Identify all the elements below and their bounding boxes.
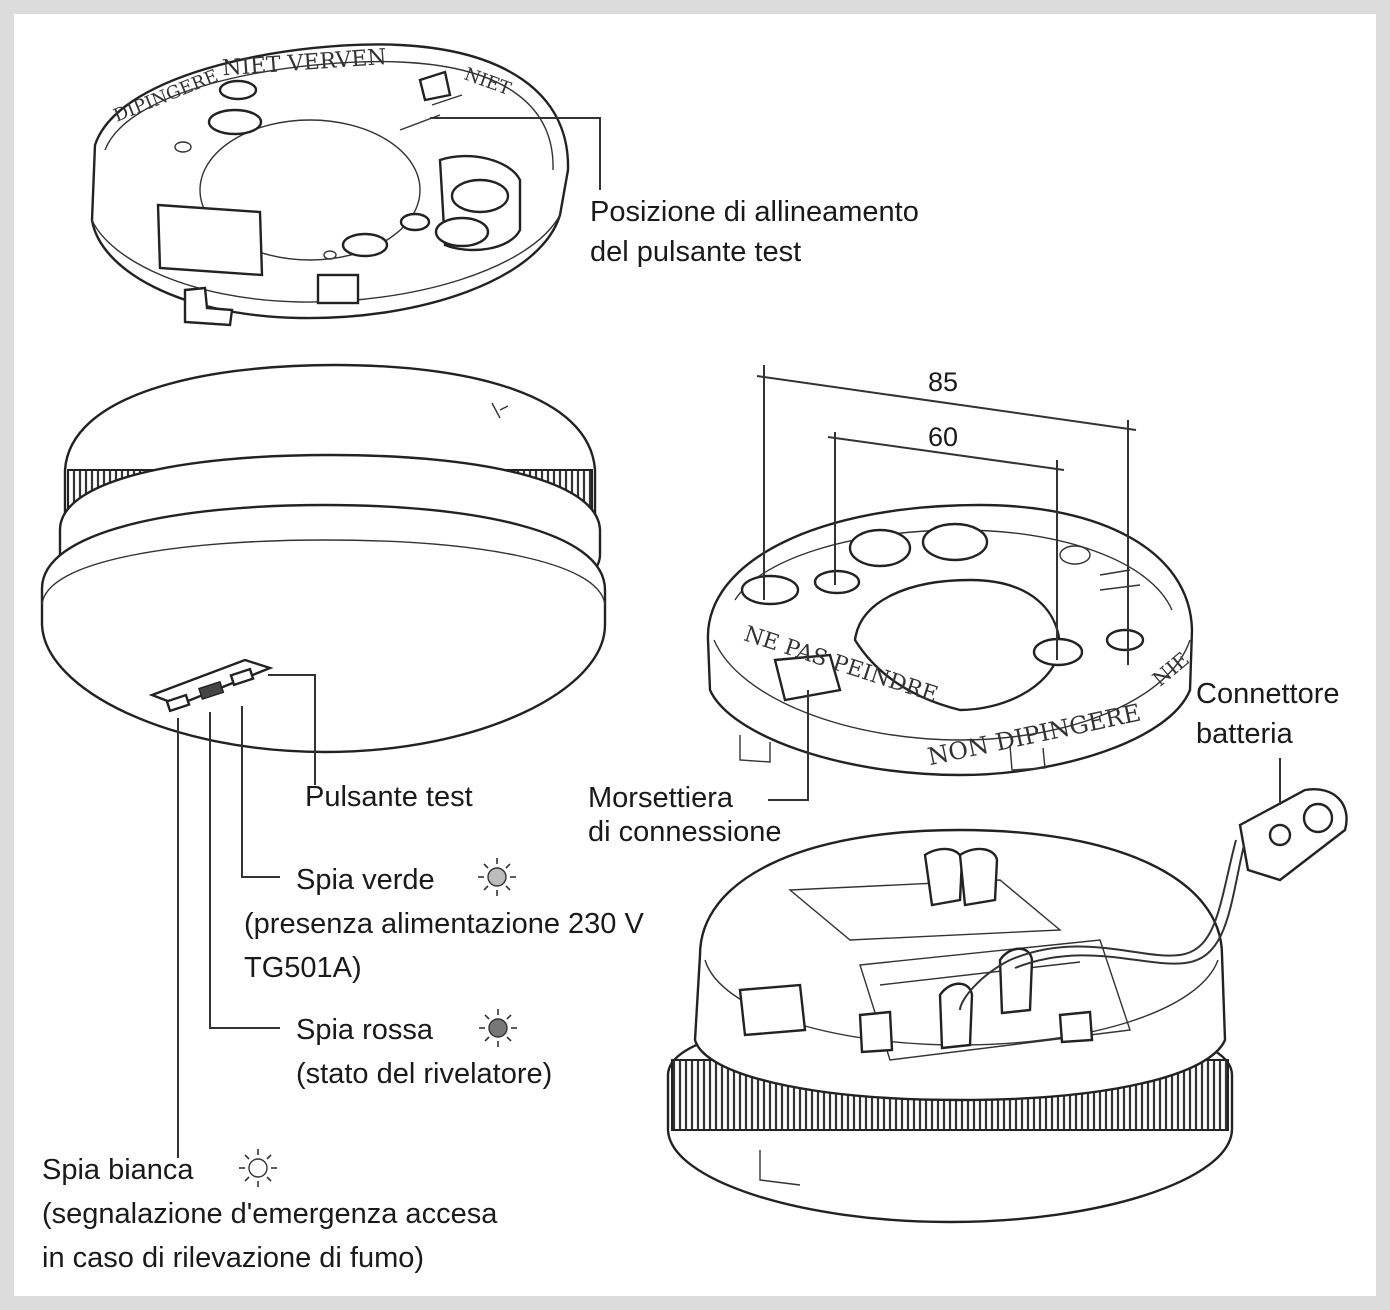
red-led-label: Spia rossa xyxy=(296,1014,434,1046)
terminal-block-label-line2: di connessione xyxy=(588,816,782,848)
green-led-label: Spia verde xyxy=(296,864,435,896)
dimension-60-label: 60 xyxy=(928,422,959,452)
smoke-detector-body xyxy=(40,363,607,754)
alignment-label-line2: del pulsante test xyxy=(590,236,802,268)
red-led-desc: (stato del rivelatore) xyxy=(296,1058,553,1090)
test-button-label: Pulsante test xyxy=(305,781,473,813)
battery-connector-label-line1: Connettore xyxy=(1196,678,1340,710)
battery-connector-label-line2: batteria xyxy=(1196,718,1293,750)
white-led-desc-line1: (segnalazione d'emergenza accesa xyxy=(42,1198,498,1230)
white-led-label: Spia bianca xyxy=(42,1154,194,1186)
dimension-lines xyxy=(756,365,1137,665)
right-mounting-base: NE PAS PEINDRE NON DIPINGERE NIE xyxy=(706,503,1194,777)
sun-icon-white xyxy=(239,1149,277,1187)
green-led-desc-line2: TG501A) xyxy=(244,952,362,984)
alignment-label-line1: Posizione di allineamento xyxy=(590,196,919,228)
leader-lines xyxy=(177,117,1281,1158)
battery-compartment-unit xyxy=(666,788,1348,1224)
top-mounting-base: NIET VERVEN DIPINGERE NIET xyxy=(90,43,570,327)
sun-icon-green xyxy=(478,858,516,896)
sun-icon-red xyxy=(479,1009,517,1047)
dimension-85-label: 85 xyxy=(928,367,959,397)
green-led-desc-line1: (presenza alimentazione 230 V xyxy=(244,908,644,940)
terminal-block-label-line1: Morsettiera xyxy=(588,782,734,814)
white-led-desc-line2: in caso di rilevazione di fumo) xyxy=(42,1242,425,1274)
